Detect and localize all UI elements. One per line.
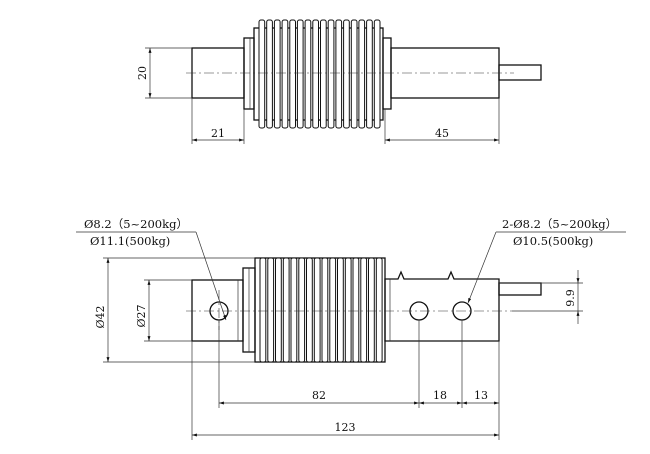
front-view: Ø8.2（5~200kg） Ø11.1(500kg) 2-Ø8.2（5~200k… <box>76 217 626 440</box>
dim82-text: 82 <box>312 389 326 402</box>
front-right-block <box>384 270 500 342</box>
bellows-fin <box>282 257 290 363</box>
dim13-text: 13 <box>474 389 488 402</box>
bellows-fin <box>350 19 358 129</box>
top-cable <box>498 64 542 81</box>
top-view: 20 21 45 <box>136 19 542 144</box>
bellows-fin <box>320 19 327 129</box>
bellows-fin <box>337 257 344 363</box>
bellows-fin <box>358 19 366 129</box>
right-hole-label-2: Ø10.5(500kg) <box>513 234 593 248</box>
bellows-fin <box>335 19 343 129</box>
bellows-fin <box>360 257 368 363</box>
dim123-text: 123 <box>335 421 356 434</box>
bellows-fin <box>327 19 335 129</box>
bellows-fin <box>304 19 312 129</box>
top-bellows-fins <box>258 19 381 129</box>
bellows-fin <box>329 257 337 363</box>
bellows-fin <box>298 257 306 363</box>
dim27-text: Ø27 <box>135 304 148 327</box>
top-left-collar <box>243 37 255 110</box>
top-dim45-text: 45 <box>435 127 449 140</box>
top-right-collar <box>382 37 392 110</box>
bellows-fin <box>366 19 373 129</box>
top-dim21-text: 21 <box>211 127 225 140</box>
bellows-fin <box>289 19 296 129</box>
left-hole-label-2: Ø11.1(500kg) <box>90 234 170 248</box>
front-bellows-fins <box>259 257 383 363</box>
bellows-fin <box>352 257 360 363</box>
bellows-fin <box>259 257 267 363</box>
bellows-fin <box>281 19 289 129</box>
bellows-fin <box>273 19 281 129</box>
bellows-fin <box>306 257 313 363</box>
right-hole-label-1: 2-Ø8.2（5~200kg） <box>502 217 617 231</box>
bellows-fin <box>312 19 319 129</box>
front-left-block <box>191 279 244 342</box>
bellows-fin <box>368 257 375 363</box>
bellows-fin <box>313 257 321 363</box>
bellows-fin <box>321 257 329 363</box>
bellows-fin <box>258 19 266 129</box>
bellows-fin <box>296 19 304 129</box>
bellows-fin <box>344 257 352 363</box>
front-cable <box>498 282 542 296</box>
bellows-fin <box>267 257 275 363</box>
bellows-fin <box>275 257 282 363</box>
dim18-text: 18 <box>433 389 447 402</box>
left-hole-label-1: Ø8.2（5~200kg） <box>84 217 188 231</box>
dim99-text: 9.9 <box>564 289 577 307</box>
right-hole-leader <box>467 231 497 304</box>
dim42-text: Ø42 <box>94 305 107 328</box>
bellows-fin <box>266 19 273 129</box>
bellows-fin <box>343 19 350 129</box>
top-dim20-text: 20 <box>136 66 149 80</box>
bellows-fin <box>375 257 383 363</box>
bellows-fin <box>290 257 298 363</box>
bellows-fin <box>373 19 381 129</box>
left-hole-leader <box>195 231 227 321</box>
